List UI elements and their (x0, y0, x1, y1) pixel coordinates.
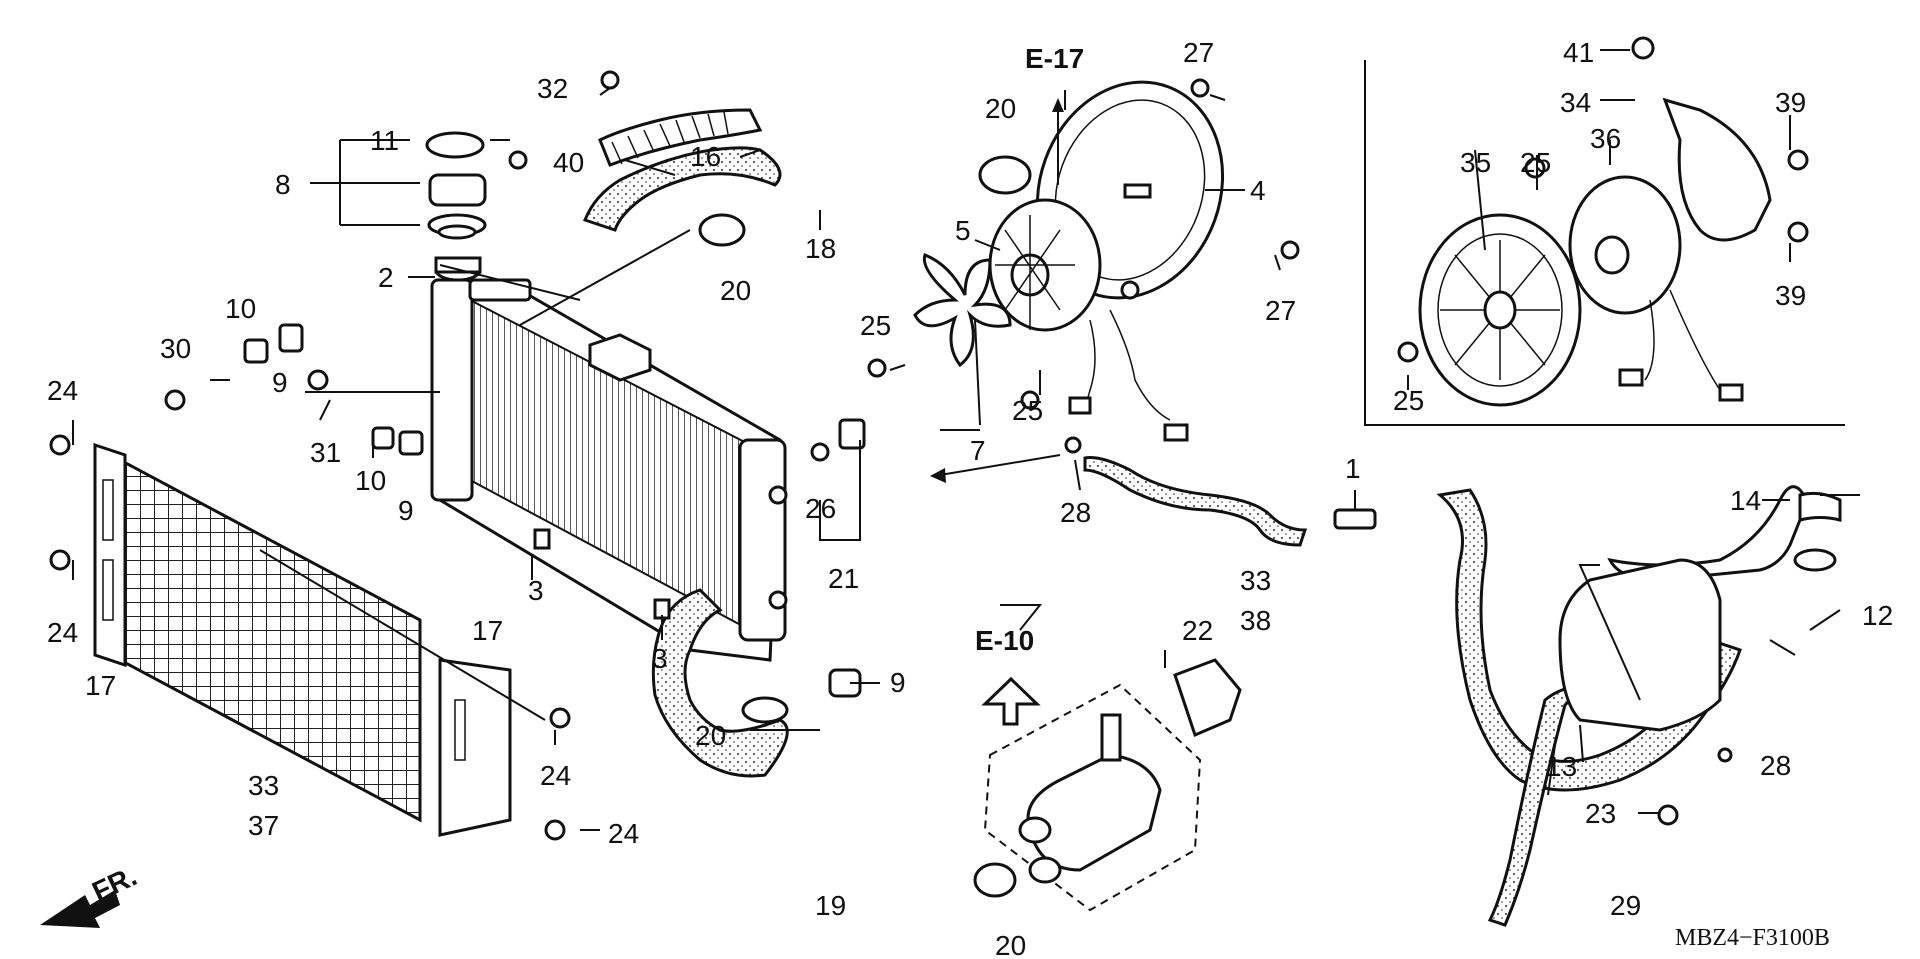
fan-wiring (1068, 280, 1189, 442)
label-31: 31 (310, 437, 341, 468)
water-pump-housing (983, 683, 1202, 912)
label-9b: 9 (398, 495, 414, 526)
front-label: FR. (87, 860, 141, 907)
label-33b: 33 (1240, 565, 1271, 596)
label-10a: 10 (225, 293, 256, 324)
label-4: 4 (1250, 175, 1266, 206)
label-39b: 39 (1775, 280, 1806, 311)
hose-18 (583, 146, 782, 232)
label-32: 32 (537, 73, 568, 104)
hose-16 (598, 108, 763, 167)
label-39a: 39 (1775, 87, 1806, 118)
label-24a: 24 (47, 375, 78, 406)
radiator-grille (93, 442, 512, 837)
label-14: 14 (1730, 485, 1761, 516)
front-arrow (40, 890, 120, 928)
label-37: 37 (248, 810, 279, 841)
label-10b: 10 (355, 465, 386, 496)
label-13: 13 (1546, 751, 1577, 782)
label-2: 2 (378, 262, 394, 293)
label-7: 7 (970, 435, 986, 466)
label-41: 41 (1563, 37, 1594, 68)
label-20c: 20 (695, 720, 726, 751)
label-24b: 24 (47, 617, 78, 648)
label-36: 36 (1590, 123, 1621, 154)
inset-frame (1364, 60, 1845, 426)
ref-arrow-e17 (1052, 98, 1064, 185)
label-18: 18 (805, 233, 836, 264)
label-34: 34 (1560, 87, 1591, 118)
label-25b: 25 (1012, 395, 1043, 426)
label-24c: 24 (540, 760, 571, 791)
label-17b: 17 (472, 615, 503, 646)
fitting-1 (1333, 508, 1377, 530)
label-35: 35 (1460, 147, 1491, 178)
ref-arrow-e10 (981, 676, 1041, 726)
cap-assembly (425, 131, 487, 240)
label-25c: 25 (1520, 147, 1551, 178)
inset-fan (1418, 97, 1772, 407)
diagram-code: MBZ4−F3100B (1675, 925, 1830, 951)
label-5: 5 (955, 215, 971, 246)
label-20a: 20 (720, 275, 751, 306)
label-19: 19 (815, 890, 846, 921)
label-8: 8 (275, 169, 291, 200)
clamp-20 (698, 155, 1032, 898)
label-20b: 20 (985, 93, 1016, 124)
radiator (430, 278, 788, 662)
label-20d: 20 (995, 930, 1026, 959)
label-27a: 27 (1183, 37, 1214, 68)
hose-33 (1083, 456, 1308, 547)
label-11: 11 (370, 125, 399, 156)
label-22: 22 (1182, 615, 1213, 646)
label-3b: 3 (652, 643, 668, 674)
label-26: 26 (805, 493, 836, 524)
label-29: 29 (1610, 890, 1641, 921)
label-9c: 9 (890, 667, 906, 698)
label-28a: 28 (1060, 497, 1091, 528)
label-12: 12 (1862, 600, 1893, 631)
label-25d: 25 (1393, 385, 1424, 416)
label-24d: 24 (608, 818, 639, 849)
label-16: 16 (690, 141, 721, 172)
label-1: 1 (1345, 453, 1361, 484)
label-9a: 9 (272, 367, 288, 398)
label-21: 21 (828, 563, 859, 594)
bolts (49, 36, 1809, 841)
label-27b: 27 (1265, 295, 1296, 326)
label-33a: 33 (248, 770, 279, 801)
label-30: 30 (160, 333, 191, 364)
label-28b: 28 (1760, 750, 1791, 781)
label-23: 23 (1585, 798, 1616, 829)
reserve-tank (1558, 485, 1842, 732)
label-17a: 17 (85, 670, 116, 701)
label-3a: 3 (528, 575, 544, 606)
ref-arrow-28 (930, 454, 1061, 483)
leader-lines (72, 49, 1860, 831)
bracket-22 (1173, 658, 1242, 738)
fan-blade (913, 253, 1012, 368)
ref-label-e10: E-10 (975, 625, 1034, 656)
label-38: 38 (1240, 605, 1271, 636)
ref-label-e17: E-17 (1025, 43, 1084, 74)
label-40: 40 (553, 147, 584, 178)
label-25a: 25 (860, 310, 891, 341)
